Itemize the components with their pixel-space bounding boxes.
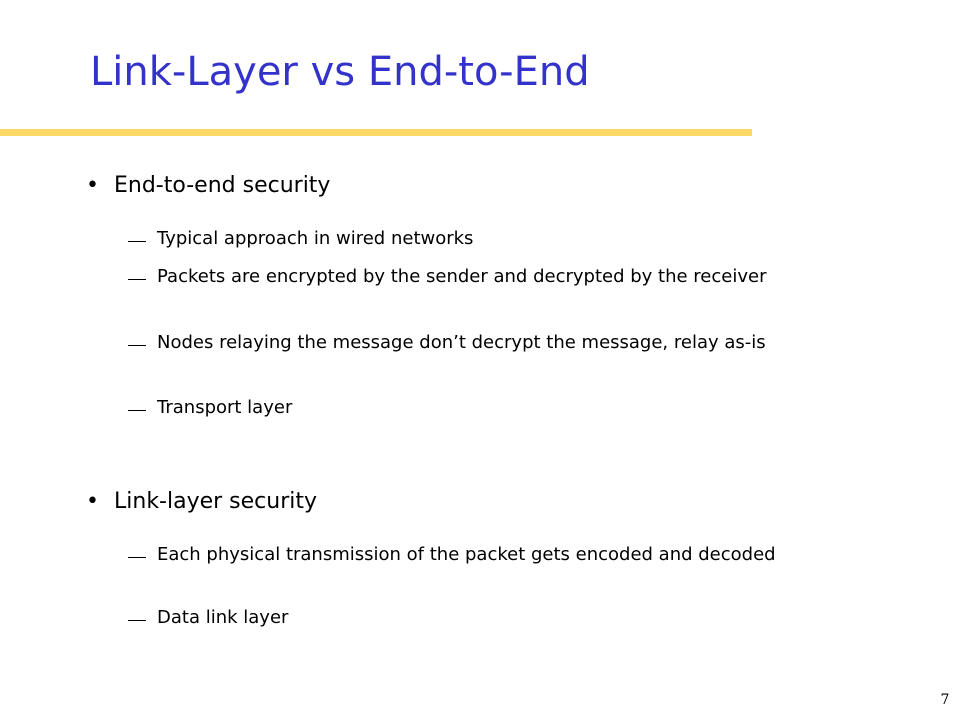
dash-marker (128, 279, 146, 280)
sub-item-text: Data link layer (157, 607, 289, 628)
sub-item: Data link layer (128, 606, 868, 629)
bullet-row: • End-to-end security (86, 171, 330, 201)
bullet-dot: • (86, 489, 99, 514)
sub-item-text: Typical approach in wired networks (157, 228, 474, 249)
sub-item-text: Transport layer (157, 397, 293, 418)
dash-marker (128, 410, 146, 411)
sub-item-text: Packets are encrypted by the sender and … (157, 266, 767, 287)
bullet-label: Link-layer security (114, 489, 318, 514)
sub-item: Typical approach in wired networks (128, 227, 868, 250)
bullet-label: End-to-end security (114, 173, 331, 198)
sub-item: Each physical transmission of the packet… (128, 543, 868, 566)
sub-item: Nodes relaying the message don’t decrypt… (128, 331, 868, 354)
sub-item-text: Each physical transmission of the packet… (157, 544, 776, 565)
sub-item: Packets are encrypted by the sender and … (128, 265, 868, 288)
title-underline (0, 129, 752, 136)
sub-item: Transport layer (128, 396, 868, 419)
page-number: 7 (940, 692, 950, 708)
dash-marker (128, 557, 146, 558)
slide-title: Link-Layer vs End-to-End (90, 49, 590, 95)
bullet-dot: • (86, 173, 99, 198)
sub-item-text: Nodes relaying the message don’t decrypt… (157, 332, 766, 353)
dash-marker (128, 345, 146, 346)
dash-marker (128, 620, 146, 621)
bullet-row: • Link-layer security (86, 487, 317, 517)
dash-marker (128, 241, 146, 242)
